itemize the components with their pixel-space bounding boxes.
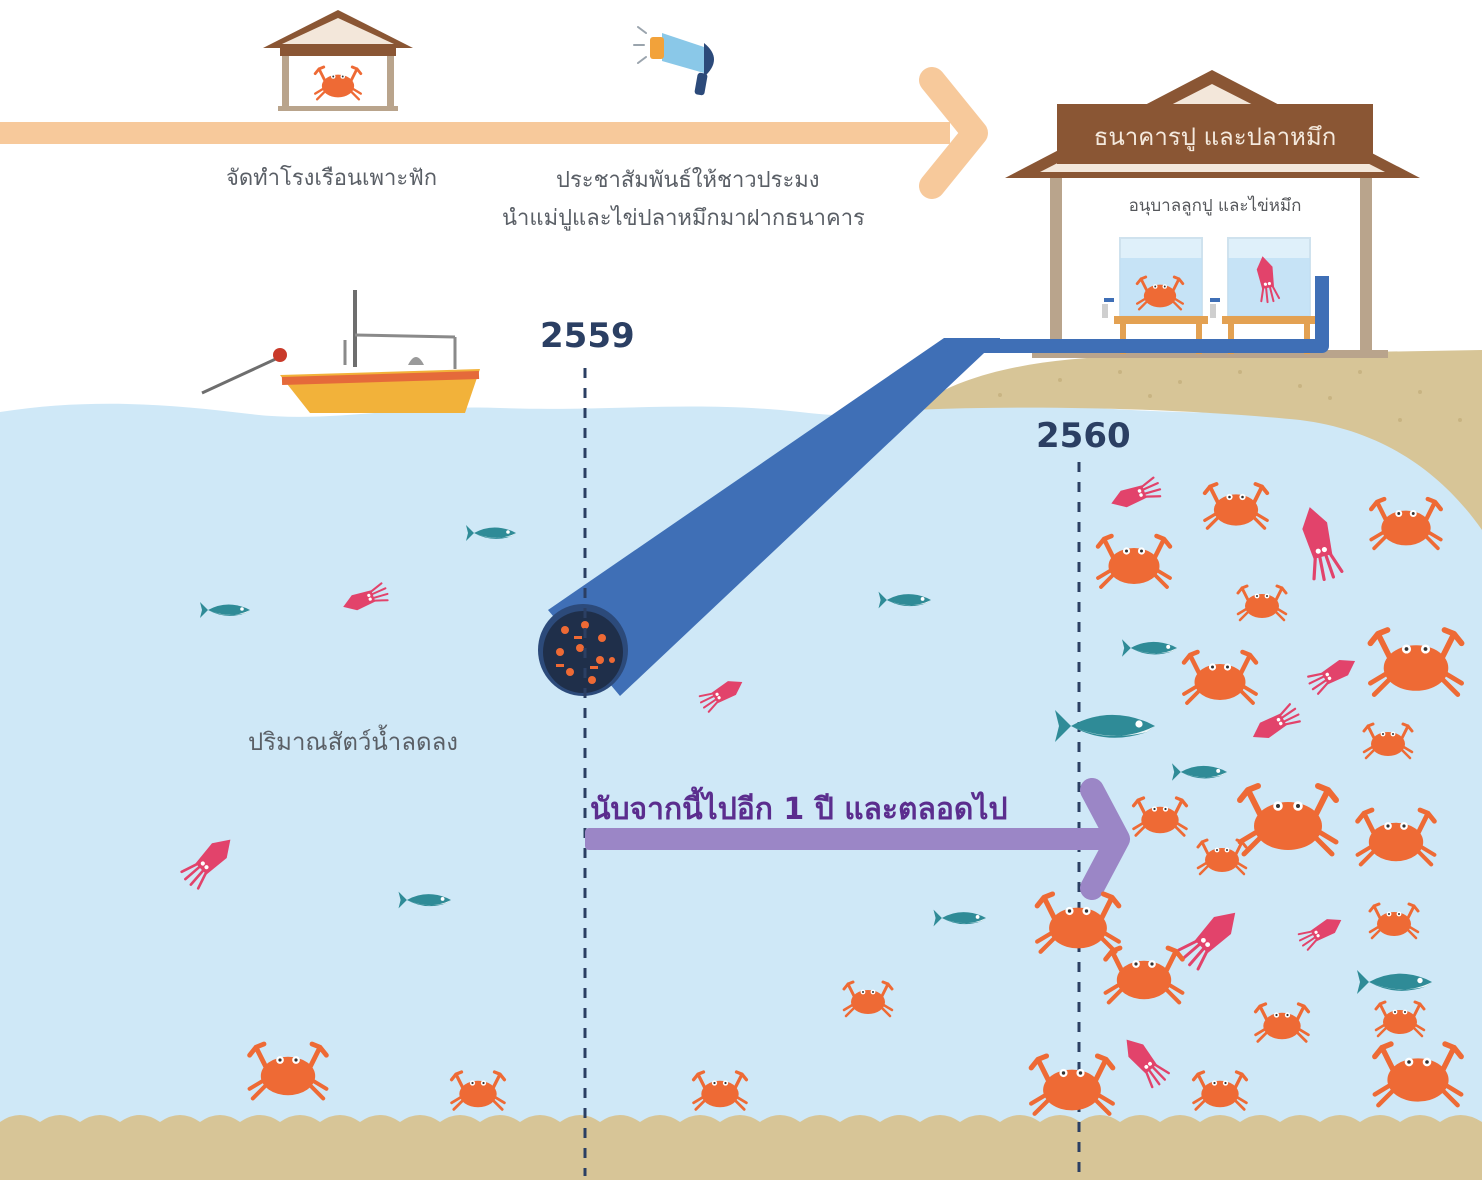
bank-sign-text: ธนาคารปู และปลาหมึก <box>1093 123 1337 151</box>
step-publicize-line1: ประชาสัมพันธ์ให้ชาวประมง <box>556 168 820 193</box>
pipe-crab-larvae <box>556 621 615 684</box>
house-icon <box>263 10 413 111</box>
shore <box>912 350 1482 530</box>
future-arrow <box>585 778 1130 900</box>
megaphone-icon <box>633 26 714 96</box>
step-hatchery-label: จัดทำโรงเรือนเพาะฟัก <box>226 166 438 191</box>
decline-label: ปริมาณสัตว์น้ำลดลง <box>248 728 458 756</box>
shore-texture <box>998 370 1462 422</box>
seabed <box>0 1115 1482 1180</box>
nursery-label: อนุบาลลูกปู และไข่หมึก <box>1128 196 1302 216</box>
tank-icon <box>1114 237 1208 354</box>
crab-bank-building <box>1005 70 1420 358</box>
tank-icon <box>1222 237 1316 354</box>
pipe-icon <box>538 276 1329 696</box>
step-publicize-line2: นำแม่ปูและไข่ปลาหมึกมาฝากธนาคาร <box>502 206 865 231</box>
future-label: นับจากนี้ไปอีก 1 ปี และตลอดไป <box>590 792 1008 827</box>
bank-sign <box>1057 104 1373 164</box>
process-arrow <box>0 67 988 199</box>
boat-icon <box>201 290 480 413</box>
year-2560: 2560 <box>1036 416 1131 456</box>
year-2559: 2559 <box>540 316 635 356</box>
